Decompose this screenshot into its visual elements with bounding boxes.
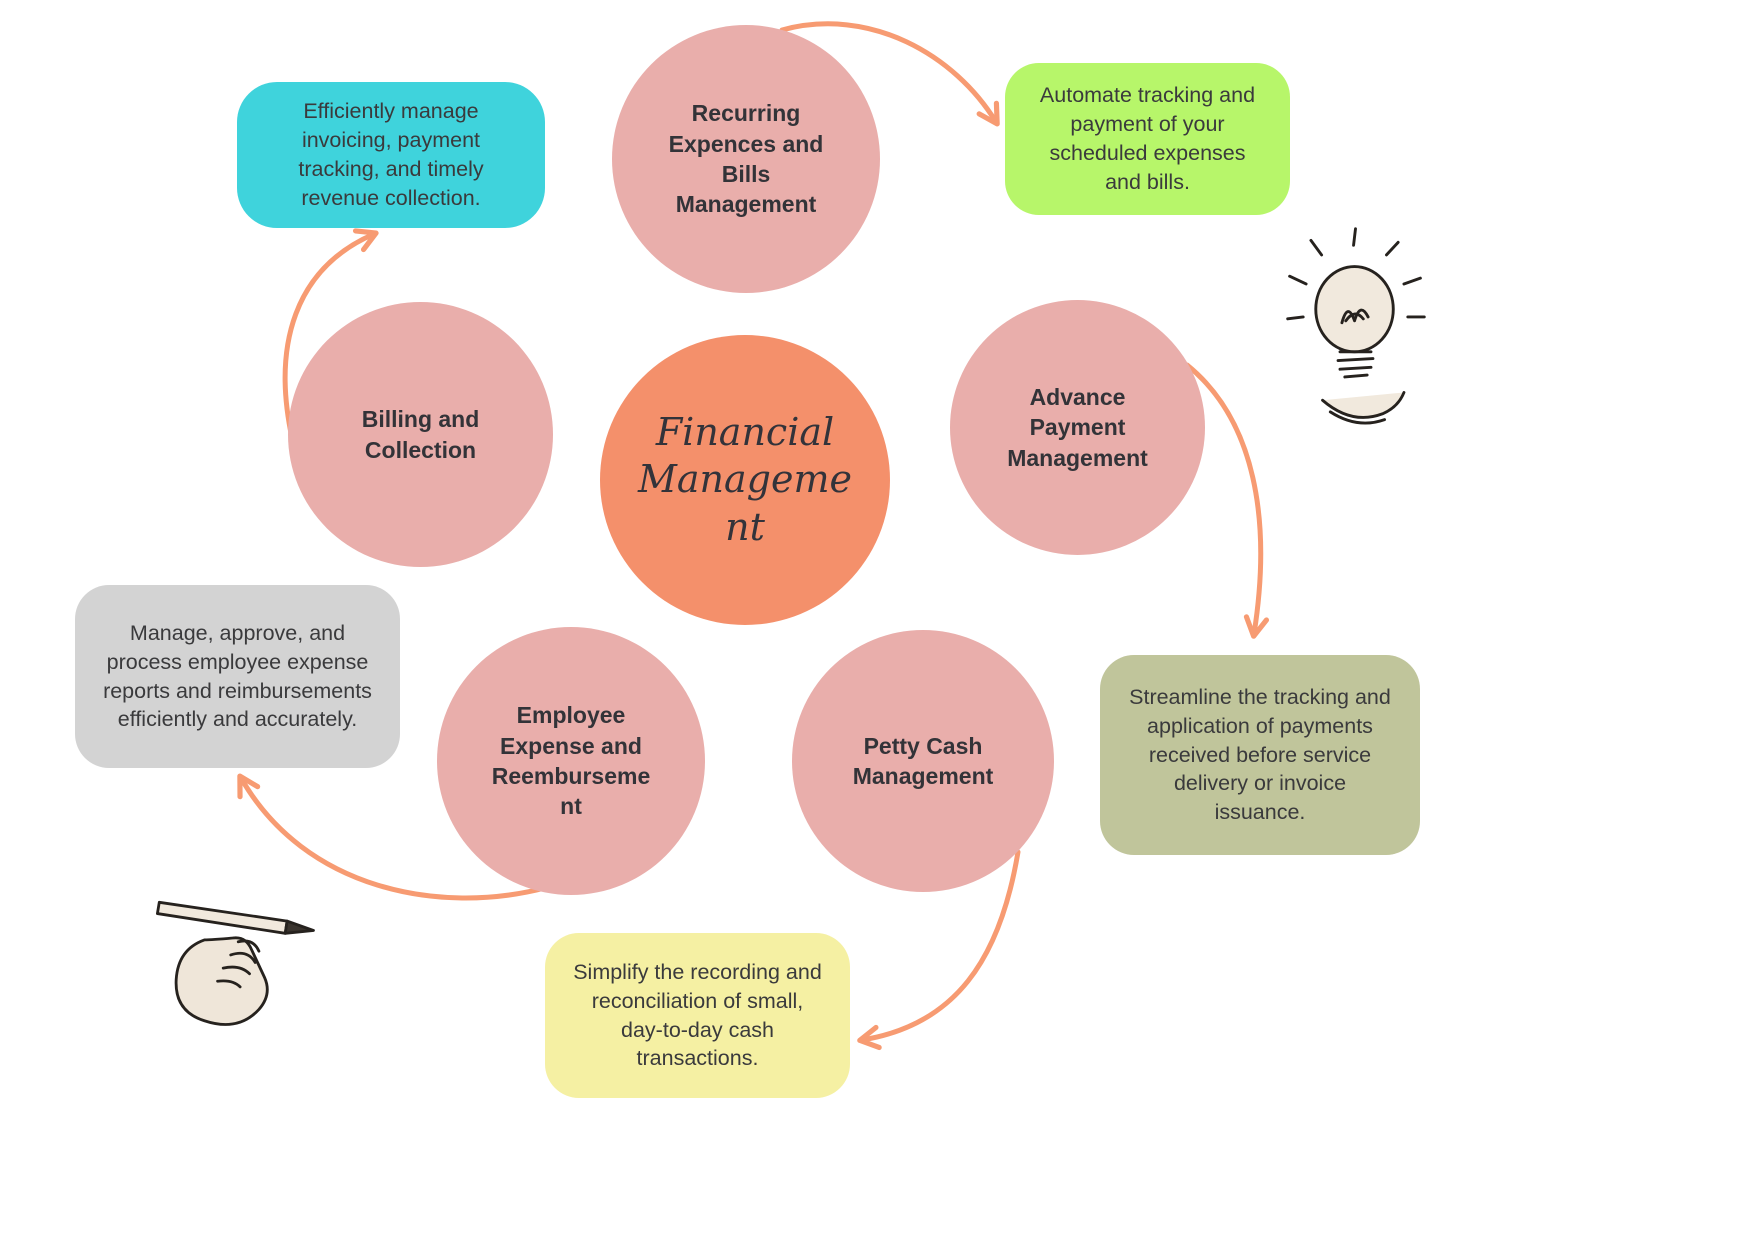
center-node-label: Financial Management <box>637 409 853 549</box>
node-employee-expense: Employee Expense and Reembursement <box>437 627 705 895</box>
center-node-financial-management: Financial Management <box>600 335 890 625</box>
node-advance-payment-label: Advance Payment Management <box>1007 383 1148 471</box>
node-petty-cash: Petty Cash Management <box>792 630 1054 892</box>
callout-billing-note: Efficiently manage invoicing, payment tr… <box>237 82 545 228</box>
callout-employee-note-text: Manage, approve, and process employee ex… <box>103 620 372 732</box>
node-advance-payment: Advance Payment Management <box>950 300 1205 555</box>
callout-petty-note-text: Simplify the recording and reconciliatio… <box>573 959 822 1071</box>
callout-employee-note: Manage, approve, and process employee ex… <box>75 585 400 768</box>
callout-advance-note-text: Streamline the tracking and application … <box>1129 685 1391 825</box>
node-employee-expense-label: Employee Expense and Reembursement <box>491 702 651 820</box>
callout-recurring-note: Automate tracking and payment of your sc… <box>1005 63 1290 215</box>
node-petty-cash-label: Petty Cash Management <box>852 732 994 789</box>
callout-billing-note-text: Efficiently manage invoicing, payment tr… <box>298 99 484 210</box>
node-recurring-expenses-label: Recurring Expences and Bills Management <box>668 100 824 218</box>
callout-petty-note: Simplify the recording and reconciliatio… <box>545 933 850 1098</box>
node-billing-collection-label: Billing and Collection <box>361 406 480 463</box>
node-recurring-expenses: Recurring Expences and Bills Management <box>612 25 880 293</box>
callout-recurring-note-text: Automate tracking and payment of your sc… <box>1039 83 1256 194</box>
lightbulb-icon <box>1286 227 1426 425</box>
hand-with-pen-icon <box>155 900 315 1026</box>
node-billing-collection: Billing and Collection <box>288 302 553 567</box>
callout-advance-note: Streamline the tracking and application … <box>1100 655 1420 855</box>
